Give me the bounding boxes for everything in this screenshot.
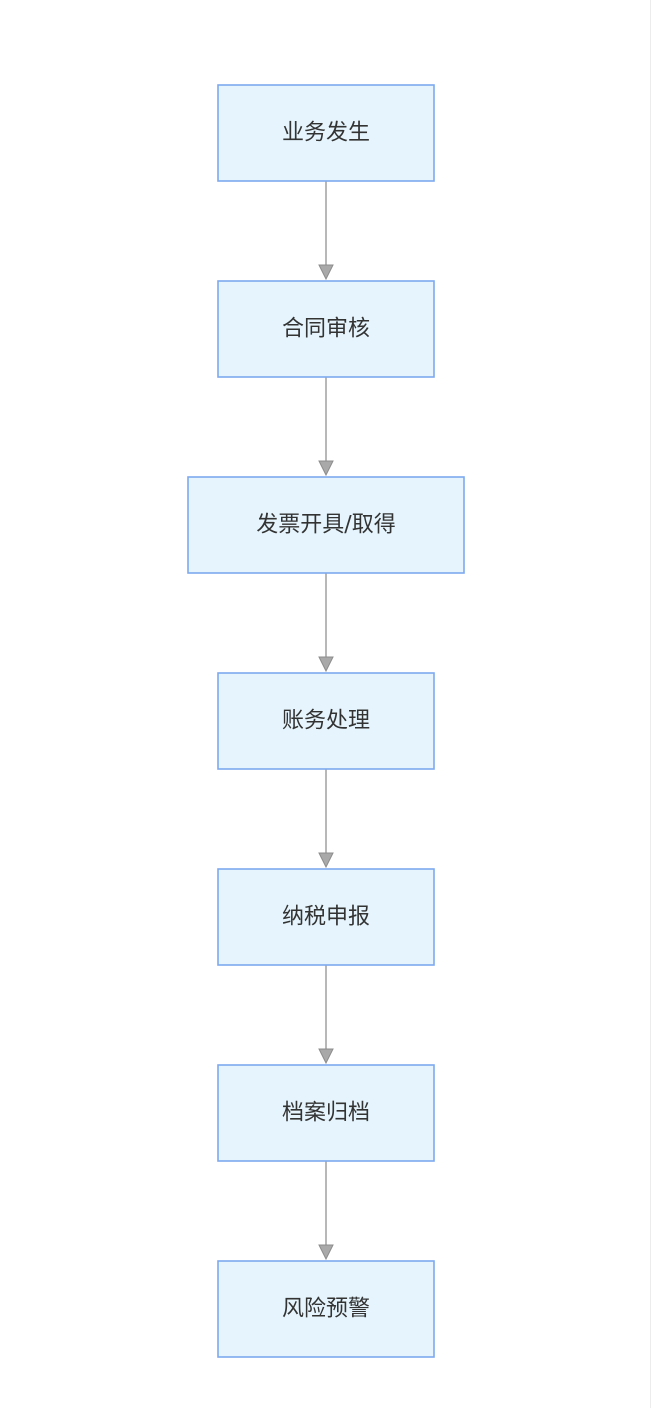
node-accounting[interactable]: 账务处理: [217, 672, 435, 770]
node-business-occurs[interactable]: 业务发生: [217, 84, 435, 182]
node-label: 档案归档: [282, 1101, 370, 1126]
node-label: 风险预警: [282, 1297, 370, 1322]
edge: [318, 965, 334, 1065]
node-box: [187, 476, 465, 574]
arrowhead-icon: [318, 1244, 334, 1261]
node-label: 纳税申报: [282, 905, 370, 930]
node-risk-warning[interactable]: 风险预警: [217, 1260, 435, 1358]
node-invoice-issue[interactable]: 发票开具/取得: [187, 476, 465, 574]
node-box: [217, 672, 435, 770]
arrowhead-icon: [318, 852, 334, 869]
edge: [318, 377, 334, 477]
node-label: 业务发生: [282, 121, 370, 146]
node-box: [217, 1064, 435, 1162]
node-box: [217, 84, 435, 182]
arrowhead-icon: [318, 264, 334, 281]
arrowhead-icon: [318, 1048, 334, 1065]
node-box: [217, 280, 435, 378]
edge: [318, 1161, 334, 1261]
node-tax-filing[interactable]: 纳税申报: [217, 868, 435, 966]
node-contract-review[interactable]: 合同审核: [217, 280, 435, 378]
edge: [318, 181, 334, 281]
node-label: 发票开具/取得: [256, 513, 395, 538]
node-box: [217, 868, 435, 966]
edge: [318, 573, 334, 673]
node-archiving[interactable]: 档案归档: [217, 1064, 435, 1162]
node-box: [217, 1260, 435, 1358]
node-label: 合同审核: [282, 317, 370, 342]
node-label: 账务处理: [282, 709, 370, 734]
arrowhead-icon: [318, 460, 334, 477]
arrowhead-icon: [318, 656, 334, 673]
edge: [318, 769, 334, 869]
